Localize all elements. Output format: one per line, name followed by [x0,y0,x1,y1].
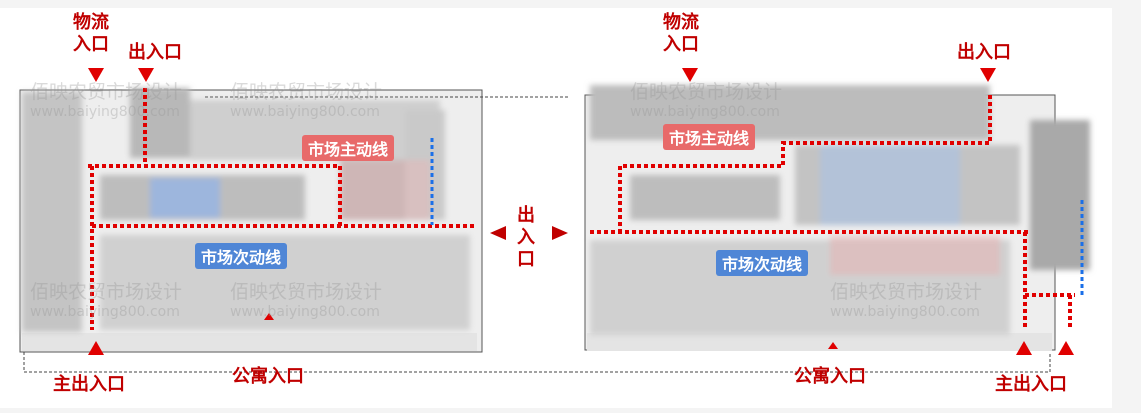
secondary-flow-tag-right: 市场次动线 [716,250,809,276]
logistics-entrance-label-right: 物流入口 [663,12,699,55]
right-floor-plan [570,85,1090,373]
entrance-label-left: 出入口 [128,42,182,63]
logistics-entrance-label-left: 物流入口 [73,12,109,55]
entrance-arrows [88,68,1074,355]
primary-flow-tag-right: 市场主动线 [663,124,756,150]
left-floor-plan [19,88,570,373]
primary-flow-tag-left: 市场主动线 [302,135,395,161]
apartment-entrance-label-left: 公寓入口 [232,366,304,387]
entrance-label-right: 出入口 [957,42,1011,63]
main-entrance-label-left: 主出入口 [53,374,125,395]
main-entrance-label-right: 主出入口 [995,374,1067,395]
secondary-flow-tag-left: 市场次动线 [195,243,288,269]
apartment-entrance-label-right: 公寓入口 [794,366,866,387]
middle-entrance-label: 出入口 [517,205,535,270]
